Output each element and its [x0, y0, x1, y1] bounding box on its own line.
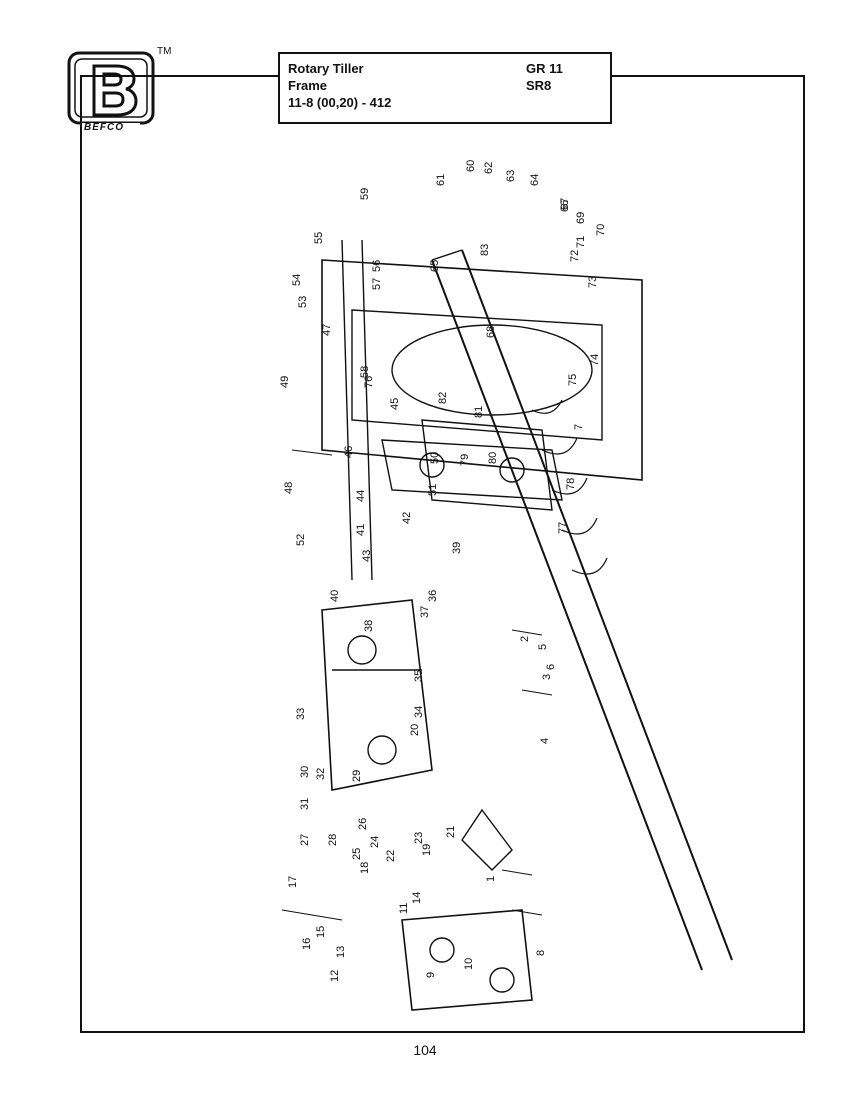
header-box: Rotary Tiller Frame 11-8 (00,20) - 412 G… [278, 52, 612, 124]
callout-17: 17 [287, 876, 299, 888]
brand-name: BEFCO [84, 122, 124, 133]
model-code: 11-8 (00,20) - 412 [288, 95, 392, 110]
callout-9: 9 [425, 972, 437, 978]
callout-46: 46 [343, 446, 355, 458]
page-number: 104 [413, 1042, 437, 1058]
callout-7: 7 [573, 424, 585, 430]
callout-74: 74 [589, 354, 601, 366]
callout-68: 68 [485, 326, 497, 338]
callout-31: 31 [299, 798, 311, 810]
callout-52: 52 [295, 534, 307, 546]
callout-63: 63 [505, 170, 517, 182]
callout-75: 75 [567, 374, 579, 386]
callout-60: 60 [465, 160, 477, 172]
callout-61: 61 [435, 174, 447, 186]
part-subtitle: Frame [288, 78, 328, 93]
callout-49: 49 [279, 376, 291, 388]
callout-78: 78 [565, 478, 577, 490]
befco-logo: BEFCO [66, 50, 156, 134]
callout-37: 37 [419, 606, 431, 618]
callout-30: 30 [299, 766, 311, 778]
callout-54: 54 [291, 274, 303, 286]
callout-3: 3 [541, 674, 553, 680]
callout-24: 24 [369, 836, 381, 848]
callout-69: 69 [575, 212, 587, 224]
callout-39: 39 [451, 542, 463, 554]
callout-67: 67 [559, 198, 571, 210]
callout-2: 2 [519, 636, 531, 642]
callout-11: 11 [398, 903, 410, 914]
callout-77: 77 [557, 522, 569, 534]
callout-19: 19 [421, 844, 433, 856]
callout-10: 10 [463, 958, 475, 970]
callout-15: 15 [315, 926, 327, 938]
callout-72: 72 [569, 250, 581, 262]
callout-44: 44 [355, 490, 367, 502]
callout-47: 47 [321, 324, 333, 336]
callout-57: 57 [371, 278, 383, 290]
callout-28: 28 [327, 834, 339, 846]
callout-64: 64 [529, 174, 541, 186]
callout-32: 32 [315, 768, 327, 780]
callout-layer: 1234567891011121314151617181920212223242… [279, 160, 607, 982]
callout-33: 33 [295, 708, 307, 720]
callout-76: 76 [363, 376, 375, 388]
diagram-drawing: 1234567891011121314151617181920212223242… [279, 160, 733, 1011]
callout-25: 25 [351, 848, 363, 860]
callout-27: 27 [299, 834, 311, 846]
callout-26: 26 [357, 818, 369, 830]
callout-8: 8 [535, 950, 547, 956]
callout-5: 5 [537, 644, 549, 650]
callout-35: 35 [413, 670, 425, 682]
callout-18: 18 [359, 862, 371, 874]
callout-12: 12 [329, 970, 341, 982]
callout-20: 20 [409, 724, 421, 736]
callout-51: 51 [427, 484, 439, 496]
callout-59: 59 [359, 188, 371, 200]
callout-23: 23 [413, 832, 425, 844]
callout-82: 82 [437, 392, 449, 404]
callout-48: 48 [283, 482, 295, 494]
callout-22: 22 [385, 850, 397, 862]
callout-70: 70 [595, 224, 607, 236]
callout-13: 13 [335, 946, 347, 958]
callout-45: 45 [389, 398, 401, 410]
callout-56: 56 [371, 260, 383, 272]
callout-4: 4 [539, 738, 551, 744]
callout-38: 38 [363, 620, 375, 632]
callout-80: 80 [487, 452, 499, 464]
callout-83: 83 [479, 244, 491, 256]
group-code: GR 11 [526, 61, 563, 76]
callout-79: 79 [459, 454, 471, 466]
callout-6: 6 [545, 664, 557, 670]
callout-40: 40 [329, 590, 341, 602]
callout-14: 14 [411, 892, 423, 904]
callout-71: 71 [575, 236, 587, 248]
part-title: Rotary Tiller [288, 61, 364, 76]
callout-62: 62 [483, 162, 495, 174]
callout-1: 1 [485, 876, 497, 882]
callout-41: 41 [355, 524, 367, 536]
callout-66: 66 [559, 200, 571, 212]
section-code: SR8 [526, 78, 552, 93]
callout-16: 16 [301, 938, 313, 950]
befco-logo-mark [67, 51, 155, 133]
callout-58: 58 [359, 366, 371, 378]
trademark-mark: TM [157, 46, 172, 57]
callout-21: 21 [445, 826, 457, 838]
callout-55: 55 [313, 232, 325, 244]
callout-50: 50 [429, 452, 441, 464]
callout-36: 36 [427, 590, 439, 602]
callout-53: 53 [297, 296, 309, 308]
callout-34: 34 [413, 706, 425, 718]
callout-42: 42 [401, 512, 413, 524]
callout-43: 43 [361, 550, 373, 562]
callout-65: 65 [429, 260, 441, 272]
callout-73: 73 [587, 276, 599, 288]
callout-29: 29 [351, 770, 363, 782]
callout-81: 81 [473, 406, 485, 418]
